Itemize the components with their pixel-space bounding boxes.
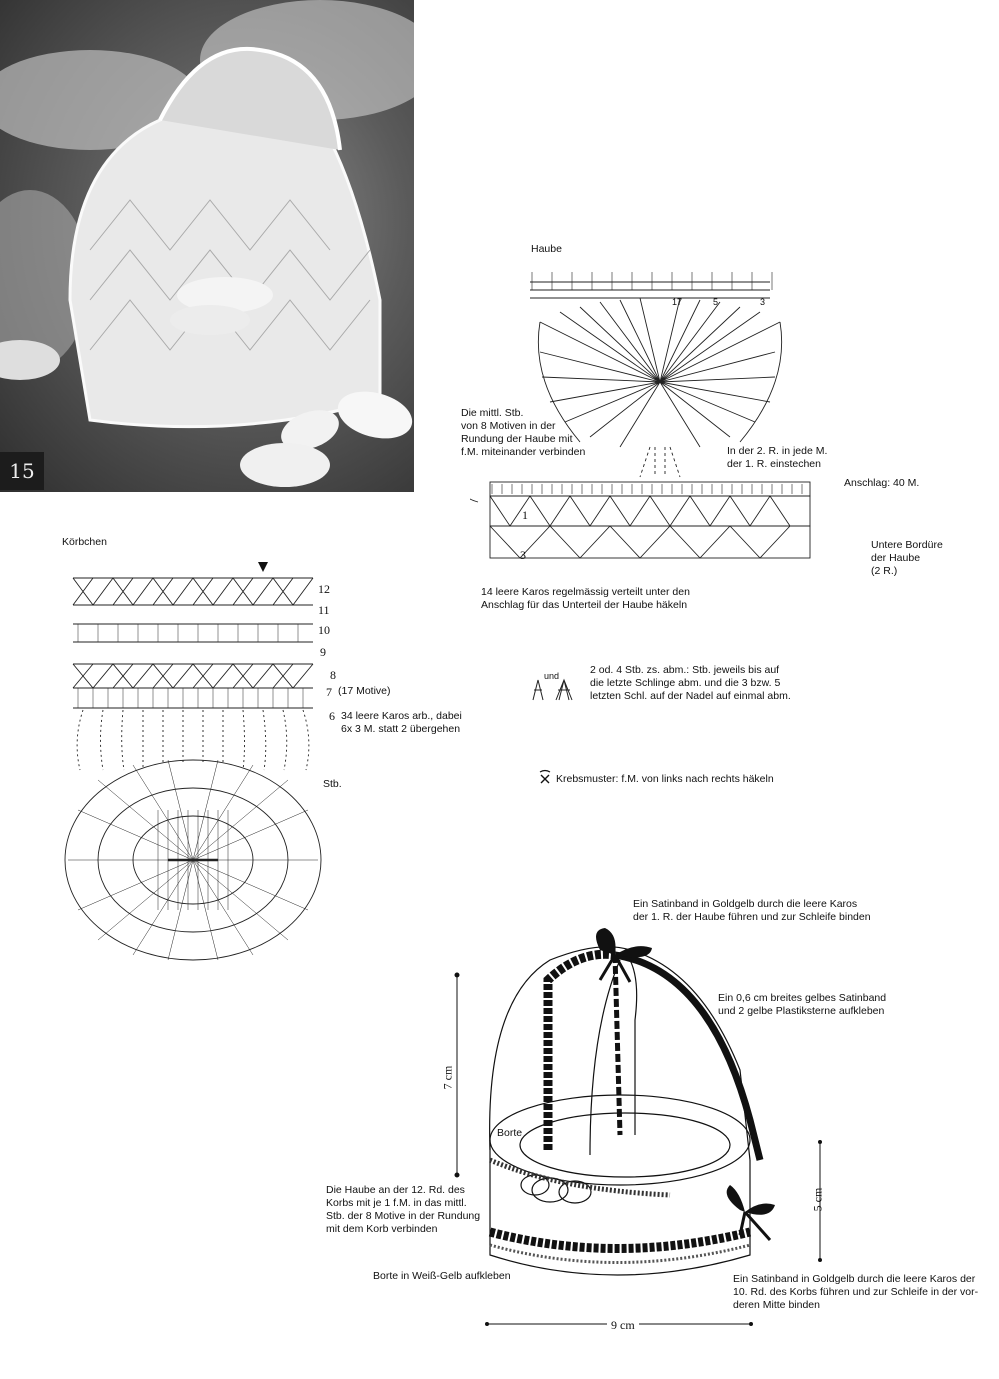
haube-note-middle: Die mittl. Stb. von 8 Motiven in der Run…	[461, 407, 585, 459]
haube-note-second-row: In der 2. R. in jede M. der 1. R. einste…	[727, 445, 827, 471]
assembly-satin-yellow-note: Ein 0,6 cm breites gelbes Satinband und …	[718, 992, 886, 1018]
dim-side-label: 5 cm	[810, 1188, 825, 1212]
koerbchen-row6-note: 34 leere Karos arb., dabei 6x 3 M. statt…	[341, 710, 462, 736]
koerbchen-crochet-chart	[58, 560, 338, 980]
assembly-borte-aufkleben-note: Borte in Weiß-Gelb aufkleben	[373, 1270, 511, 1283]
haube-row-label-3: 3	[520, 548, 526, 563]
haube-top-mark-5: 5	[713, 296, 718, 309]
assembly-borte-label: Borte	[497, 1127, 522, 1140]
haube-untere-bordure: Untere Bordüre der Haube (2 R.)	[871, 539, 943, 578]
photo-illustration	[0, 0, 414, 492]
krebs-symbol-icon	[538, 769, 552, 785]
koerbchen-title: Körbchen	[62, 536, 107, 549]
koerbchen-stb-label: Stb.	[323, 778, 342, 791]
koerbchen-row-9: 9	[320, 645, 326, 660]
assembly-haube-verbinden-note: Die Haube an der 12. Rd. des Korbs mit j…	[326, 1184, 480, 1236]
page-number-badge: 15	[0, 452, 44, 490]
haube-top-mark-3: 3	[760, 296, 765, 309]
koerbchen-row-10: 10	[318, 623, 330, 638]
dim-height-label: 7 cm	[440, 1066, 455, 1090]
legend-abm-text: 2 od. 4 Stb. zs. abm.: Stb. jeweils bis …	[590, 664, 791, 703]
dim-width-label: 9 cm	[607, 1318, 639, 1333]
haube-leere-karos-note: 14 leere Karos regelmässig verteilt unte…	[481, 586, 690, 612]
koerbchen-row-6: 6	[329, 709, 335, 724]
assembly-satin-top-note: Ein Satinband in Goldgelb durch die leer…	[633, 898, 871, 924]
haube-anschlag: Anschlag: 40 M.	[844, 477, 919, 490]
koerbchen-row-7: 7	[326, 685, 332, 700]
koerbchen-row7-note: (17 Motive)	[338, 685, 391, 698]
koerbchen-row-11: 11	[318, 603, 330, 618]
koerbchen-row-8: 8	[330, 668, 336, 683]
haube-top-mark-17: 17	[672, 296, 682, 309]
haube-title: Haube	[531, 243, 562, 256]
legend-krebs-text: Krebsmuster: f.M. von links nach rechts …	[556, 773, 774, 786]
legend-und: und	[544, 670, 559, 683]
haube-row-label-1: 1	[522, 508, 528, 523]
assembled-basket-drawing	[440, 920, 780, 1290]
assembly-satin-bottom-note: Ein Satinband in Goldgelb durch die leer…	[733, 1273, 978, 1312]
crochet-basket-photo	[0, 0, 414, 492]
koerbchen-row-12: 12	[318, 582, 330, 597]
